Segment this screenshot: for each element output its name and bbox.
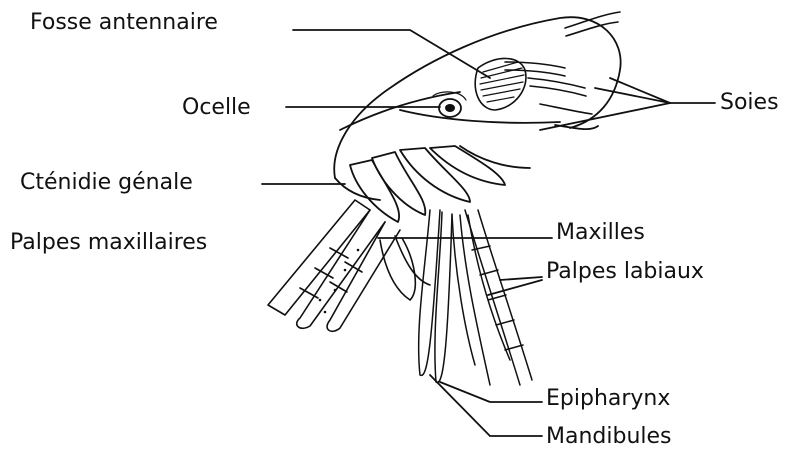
- maxillary-palps: [268, 200, 400, 331]
- labial-palps: [465, 210, 532, 385]
- label-epipharynx: Epipharynx: [546, 388, 670, 410]
- label-ctenidie-genale: Cténidie génale: [20, 172, 193, 194]
- label-ocelle: Ocelle: [182, 97, 251, 119]
- label-soies: Soies: [720, 92, 779, 114]
- label-palpes-labiaux: Palpes labiaux: [546, 261, 704, 283]
- label-palpes-maxillaires: Palpes maxillaires: [10, 232, 207, 254]
- label-fosse-antennaire: Fosse antennaire: [30, 12, 218, 34]
- head-capsule: [334, 17, 620, 200]
- label-mandibules: Mandibules: [546, 426, 672, 448]
- antennal-fossa: [475, 58, 526, 110]
- label-maxilles: Maxilles: [556, 222, 645, 244]
